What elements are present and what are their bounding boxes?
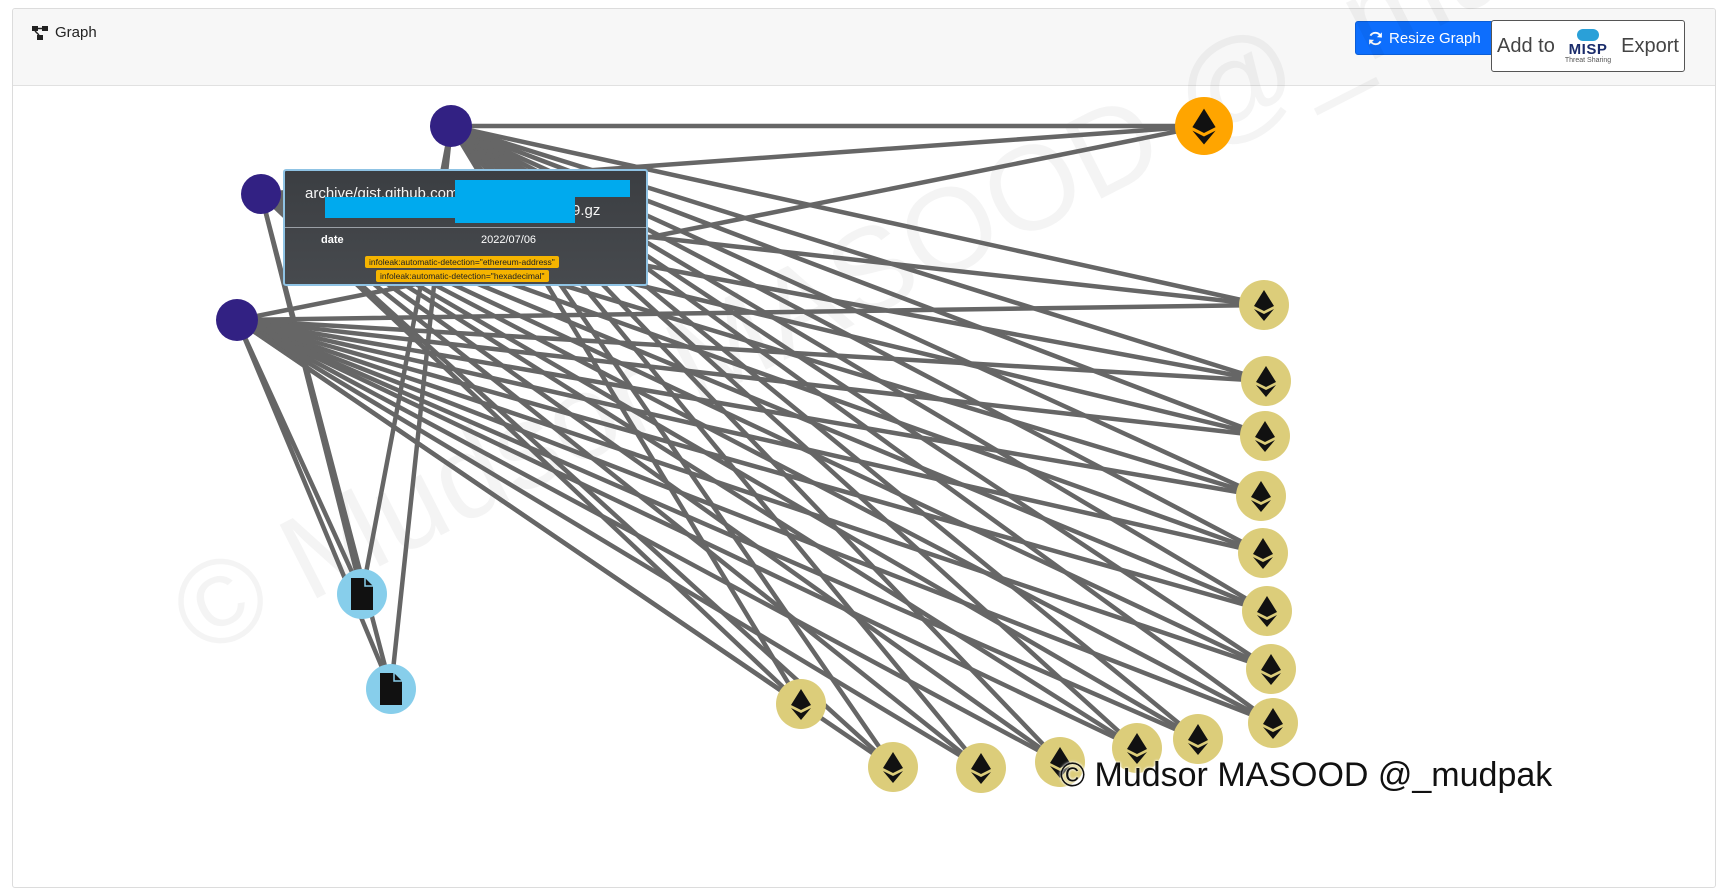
ethereum-icon	[1257, 596, 1277, 627]
ethereum-icon	[1255, 421, 1275, 452]
ethereum-address-node[interactable]	[1242, 586, 1292, 636]
graph-title-label: Graph	[55, 24, 97, 41]
ethereum-icon	[1256, 366, 1276, 397]
resize-graph-button[interactable]: Resize Graph	[1355, 21, 1494, 55]
graph-edge	[234, 123, 1207, 323]
ethereum-address-node[interactable]	[1112, 723, 1162, 773]
ethereum-icon	[791, 689, 811, 720]
node-circle	[216, 299, 258, 341]
export-prefix-label: Add to	[1497, 34, 1555, 57]
graph-edge	[234, 302, 1267, 323]
graph-edge	[234, 317, 1269, 384]
export-suffix-label: Export	[1621, 34, 1679, 57]
ethereum-address-node[interactable]	[1246, 644, 1296, 694]
ethereum-icon	[1253, 538, 1273, 569]
misp-export-button[interactable]: Add to MISP Threat Sharing Export	[1491, 20, 1685, 72]
ethereum-address-node[interactable]	[868, 742, 918, 792]
node-circle	[241, 174, 281, 214]
refresh-icon	[1369, 31, 1382, 45]
chat-bubble-icon	[1577, 28, 1599, 41]
graph-edge	[234, 317, 1276, 726]
graph-title: Graph	[31, 24, 97, 41]
graph-edge	[234, 317, 1201, 742]
file-icon	[380, 673, 402, 705]
tooltip-name-suffix: 9.gz	[572, 202, 601, 219]
graph-edge	[234, 317, 1270, 614]
ethereum-address-node[interactable]	[1236, 471, 1286, 521]
graph-edge	[234, 317, 1274, 672]
graph-edge	[448, 123, 1267, 308]
source-node[interactable]	[216, 299, 258, 341]
card-header: Graph Resize Graph Add to MISP Threat Sh…	[13, 9, 1715, 86]
source-node[interactable]	[430, 105, 472, 147]
ethereum-address-node[interactable]	[1173, 714, 1223, 764]
ethereum-address-node[interactable]	[1248, 698, 1298, 748]
redaction-box	[455, 191, 575, 223]
ethereum-icon	[1188, 724, 1208, 755]
ethereum-address-node[interactable]	[1175, 97, 1233, 155]
ethereum-icon	[1263, 708, 1283, 739]
ethereum-address-node[interactable]	[1241, 356, 1291, 406]
ethereum-icon	[1127, 733, 1147, 764]
node-tooltip: archive/gist.github.com 9.gz date 2022/0…	[283, 169, 648, 286]
ethereum-icon	[1254, 290, 1274, 321]
tooltip-date-label: date	[321, 234, 344, 246]
tag-hexadecimal: infoleak:automatic-detection="hexadecima…	[376, 270, 549, 282]
misp-logo-text: MISP	[1568, 40, 1608, 58]
ethereum-icon	[1261, 654, 1281, 685]
misp-logo: MISP Threat Sharing	[1564, 28, 1612, 64]
file-node[interactable]	[337, 569, 387, 619]
graph-edge	[234, 317, 1063, 765]
tooltip-date-value: 2022/07/06	[481, 234, 537, 246]
graph-edge	[234, 317, 1264, 499]
node-circle	[430, 105, 472, 147]
graph-edge	[234, 317, 394, 692]
graph-edge	[234, 317, 804, 707]
tag-ethereum-address: infoleak:automatic-detection="ethereum-a…	[365, 256, 559, 268]
tooltip-separator	[285, 227, 646, 228]
graph-edge	[234, 317, 1140, 751]
misp-logo-subtext: Threat Sharing	[1564, 56, 1612, 64]
graph-icon	[32, 25, 48, 40]
file-icon	[351, 578, 373, 610]
ethereum-address-node[interactable]	[1239, 280, 1289, 330]
ethereum-address-node[interactable]	[1035, 737, 1085, 787]
ethereum-address-node[interactable]	[776, 679, 826, 729]
ethereum-icon	[1050, 747, 1070, 778]
source-node[interactable]	[241, 174, 281, 214]
ethereum-icon	[1251, 481, 1271, 512]
ethereum-address-node[interactable]	[1240, 411, 1290, 461]
file-node[interactable]	[366, 664, 416, 714]
ethereum-address-node[interactable]	[1238, 528, 1288, 578]
copyright-text: © Mudsor MASOOD @_mudpak	[1060, 756, 1553, 794]
resize-graph-label: Resize Graph	[1389, 29, 1481, 47]
graph-nodes	[216, 97, 1298, 793]
graph-edge	[234, 317, 984, 771]
ethereum-icon	[971, 753, 991, 784]
ethereum-address-node[interactable]	[956, 743, 1006, 793]
ethereum-icon	[1192, 108, 1216, 145]
ethereum-icon	[883, 752, 903, 783]
